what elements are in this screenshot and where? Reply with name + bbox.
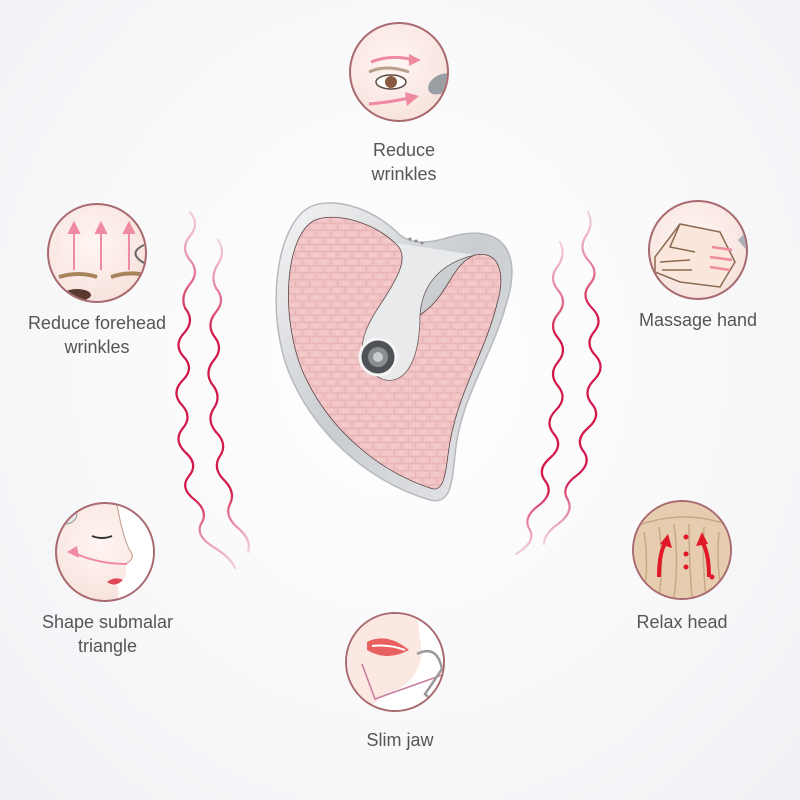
head-scalp-icon xyxy=(632,500,732,600)
feature-label: triangle xyxy=(77,636,138,656)
feature-label: wrinkles xyxy=(371,164,437,184)
feature-label: wrinkles xyxy=(64,337,130,357)
feature-label: Relax head xyxy=(636,612,728,632)
face-profile-icon xyxy=(55,502,155,602)
feature-label: Shape submalar xyxy=(41,612,174,632)
forehead-arrows-icon xyxy=(47,203,147,303)
feature-label: Slim jaw xyxy=(366,730,434,750)
wave-left-inner xyxy=(207,238,250,554)
gua-sha-device xyxy=(275,202,513,502)
device-indicator-dots xyxy=(408,237,424,245)
wave-right-inner xyxy=(514,240,565,556)
wave-right-outer xyxy=(542,210,602,546)
feature-label: Reduce forehead xyxy=(27,313,167,333)
feature-label: Massage hand xyxy=(638,310,758,330)
eye-massage-icon xyxy=(349,22,449,122)
wave-left-outer xyxy=(175,210,237,570)
feature-label: Reduce xyxy=(372,140,436,160)
jaw-lips-icon xyxy=(345,612,445,712)
hand-massage-icon xyxy=(648,200,748,300)
